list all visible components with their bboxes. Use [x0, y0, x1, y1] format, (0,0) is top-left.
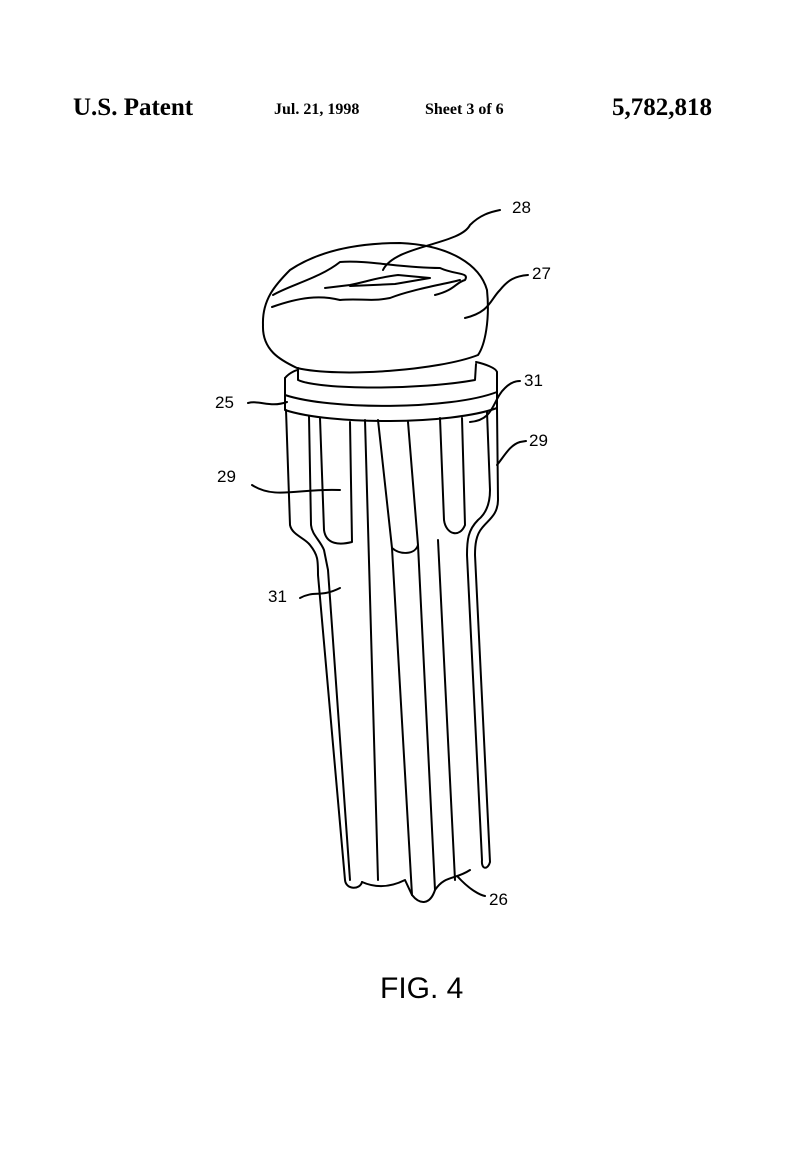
body — [285, 407, 499, 903]
ref-label-31-right: 31 — [524, 371, 543, 390]
cap-27 — [261, 242, 489, 374]
figure-caption: FIG. 4 — [380, 972, 463, 1005]
patent-title: U.S. Patent — [73, 94, 194, 121]
patent-date: Jul. 21, 1998 — [274, 101, 360, 118]
ref-label-31-left: 31 — [268, 587, 287, 606]
ref-label-29-left: 29 — [217, 467, 236, 486]
leader-lines — [247, 209, 529, 897]
ref-label-25: 25 — [215, 393, 234, 412]
sheet-number: Sheet 3 of 6 — [425, 101, 504, 118]
patent-number: 5,782,818 — [612, 94, 712, 121]
collar-25 — [284, 361, 498, 422]
ref-label-26: 26 — [489, 890, 508, 909]
ref-label-27: 27 — [532, 264, 551, 283]
ref-label-28: 28 — [512, 198, 531, 217]
ref-label-29-right: 29 — [529, 431, 548, 450]
